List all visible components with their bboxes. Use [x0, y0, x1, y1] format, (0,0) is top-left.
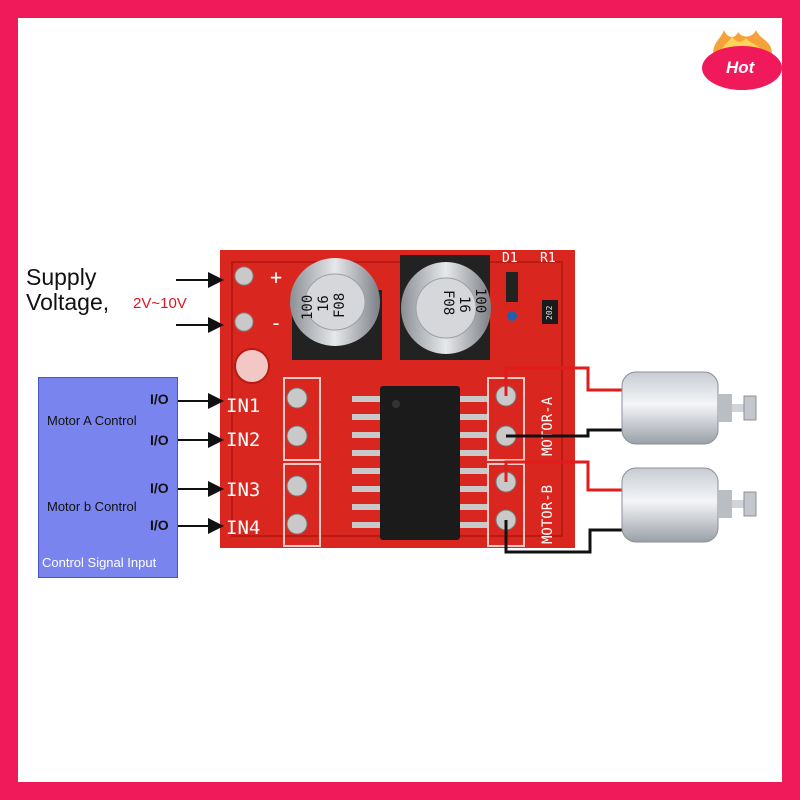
capacitor-2: 100 16 F08 [400, 255, 491, 360]
supply-label: Supply [26, 264, 97, 290]
supply-plus-pad [234, 266, 254, 286]
io-label-2: I/O [150, 432, 169, 448]
in2-label: IN2 [226, 429, 260, 451]
control-signal-title: Control Signal Input [42, 555, 157, 570]
in1-pad [286, 387, 308, 409]
in2-pad [286, 425, 308, 447]
io-label-1: I/O [150, 391, 169, 407]
resistor [542, 300, 558, 324]
d1-label: D1 [502, 251, 518, 266]
voltage-range: 2V~10V [133, 295, 187, 312]
diode [506, 272, 518, 302]
in3-label: IN3 [226, 479, 260, 501]
in4-label: IN4 [226, 517, 260, 539]
motor-wires [504, 366, 626, 554]
svg-text:16: 16 [456, 296, 472, 313]
io-label-3: I/O [150, 480, 169, 496]
r1-label: R1 [540, 251, 556, 266]
motor-b [621, 467, 757, 543]
io-label-4: I/O [150, 517, 169, 533]
chip-pins [352, 396, 488, 528]
svg-text:F08: F08 [440, 290, 456, 315]
in4-pad [286, 513, 308, 535]
hot-pill [702, 46, 782, 90]
motor-b-label: MOTOR-B [540, 485, 556, 544]
svg-text:100: 100 [300, 295, 316, 320]
minus-sign: - [270, 311, 282, 335]
resistor-code: 202 [545, 305, 554, 320]
arrows [176, 272, 224, 534]
motor-a-label: MOTOR-A [540, 396, 556, 456]
capacitor-1: 100 16 F08 [290, 258, 382, 360]
voltage-label: Voltage, [26, 289, 110, 315]
control-signal-box [38, 377, 178, 578]
mounting-hole [234, 348, 270, 384]
in3-pad [286, 475, 308, 497]
svg-text:100: 100 [472, 288, 488, 313]
motor-a-control-label: Motor A Control [47, 413, 137, 428]
svg-text:F08: F08 [332, 293, 348, 318]
hot-label: Hot [726, 58, 755, 77]
svg-text:16: 16 [316, 295, 332, 312]
in1-label: IN1 [226, 395, 260, 417]
supply-minus-pad [234, 312, 254, 332]
driver-chip [380, 386, 460, 540]
plus-sign: + [270, 265, 282, 289]
motor-a [621, 371, 757, 445]
hot-badge [702, 30, 782, 90]
motor-b-control-label: Motor b Control [47, 499, 137, 514]
